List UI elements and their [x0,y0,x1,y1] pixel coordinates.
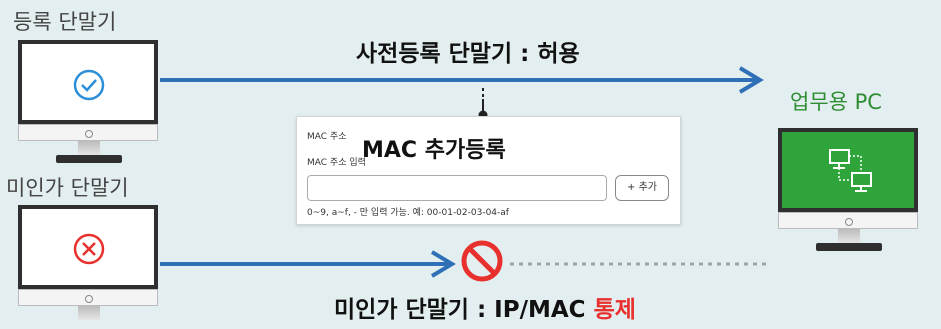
monitor-screen [18,40,158,124]
x-circle-icon [73,233,105,265]
network-pc-icon [829,149,872,192]
monitor-foot [816,243,882,251]
power-dot [845,218,853,226]
check-circle-icon [73,69,105,101]
block-caption-prefix: 미인가 단말기 : IP/MAC [334,297,594,323]
monitor-screen [18,205,158,289]
block-caption-word: 통제 [593,297,636,323]
monitor-chin [18,124,158,141]
registered-terminal-label: 등록 단말기 [13,10,117,34]
power-dot [85,295,93,303]
power-dot [85,130,93,138]
block-arrow [160,250,456,278]
mac-address-input-label: MAC 주소 입력 [307,158,366,168]
unauthorized-terminal-label: 미인가 단말기 [6,176,129,200]
allow-caption-word: 허용 [537,41,580,67]
mac-address-label: MAC 주소 [307,132,347,142]
allow-caption-prefix: 사전등록 단말기 : [356,41,538,67]
panel-connector [478,88,488,120]
allow-caption: 사전등록 단말기 : 허용 [356,34,580,68]
monitor-neck [838,229,860,243]
block-caption: 미인가 단말기 : IP/MAC 통제 [334,290,636,324]
monitor-neck [78,306,100,320]
add-mac-button[interactable]: + 추가 [615,175,669,201]
work-pc-label: 업무용 PC [790,90,882,114]
monitor-chin [18,289,158,306]
monitor-neck [78,141,100,155]
prohibited-icon [461,240,503,282]
mac-address-input[interactable] [307,175,607,201]
panel-title: MAC 추가등록 [362,138,506,163]
mac-format-hint: 0~9, a~f, - 만 입력 가능. 예: 00-01-02-03-04-a… [307,208,509,218]
allow-arrow [160,66,764,94]
monitor-screen [778,128,918,212]
monitor-chin [778,212,918,229]
mac-register-panel: MAC 주소 MAC 주소 입력 MAC 추가등록 + 추가 0~9, a~f,… [296,116,681,225]
monitor-foot [56,155,122,163]
